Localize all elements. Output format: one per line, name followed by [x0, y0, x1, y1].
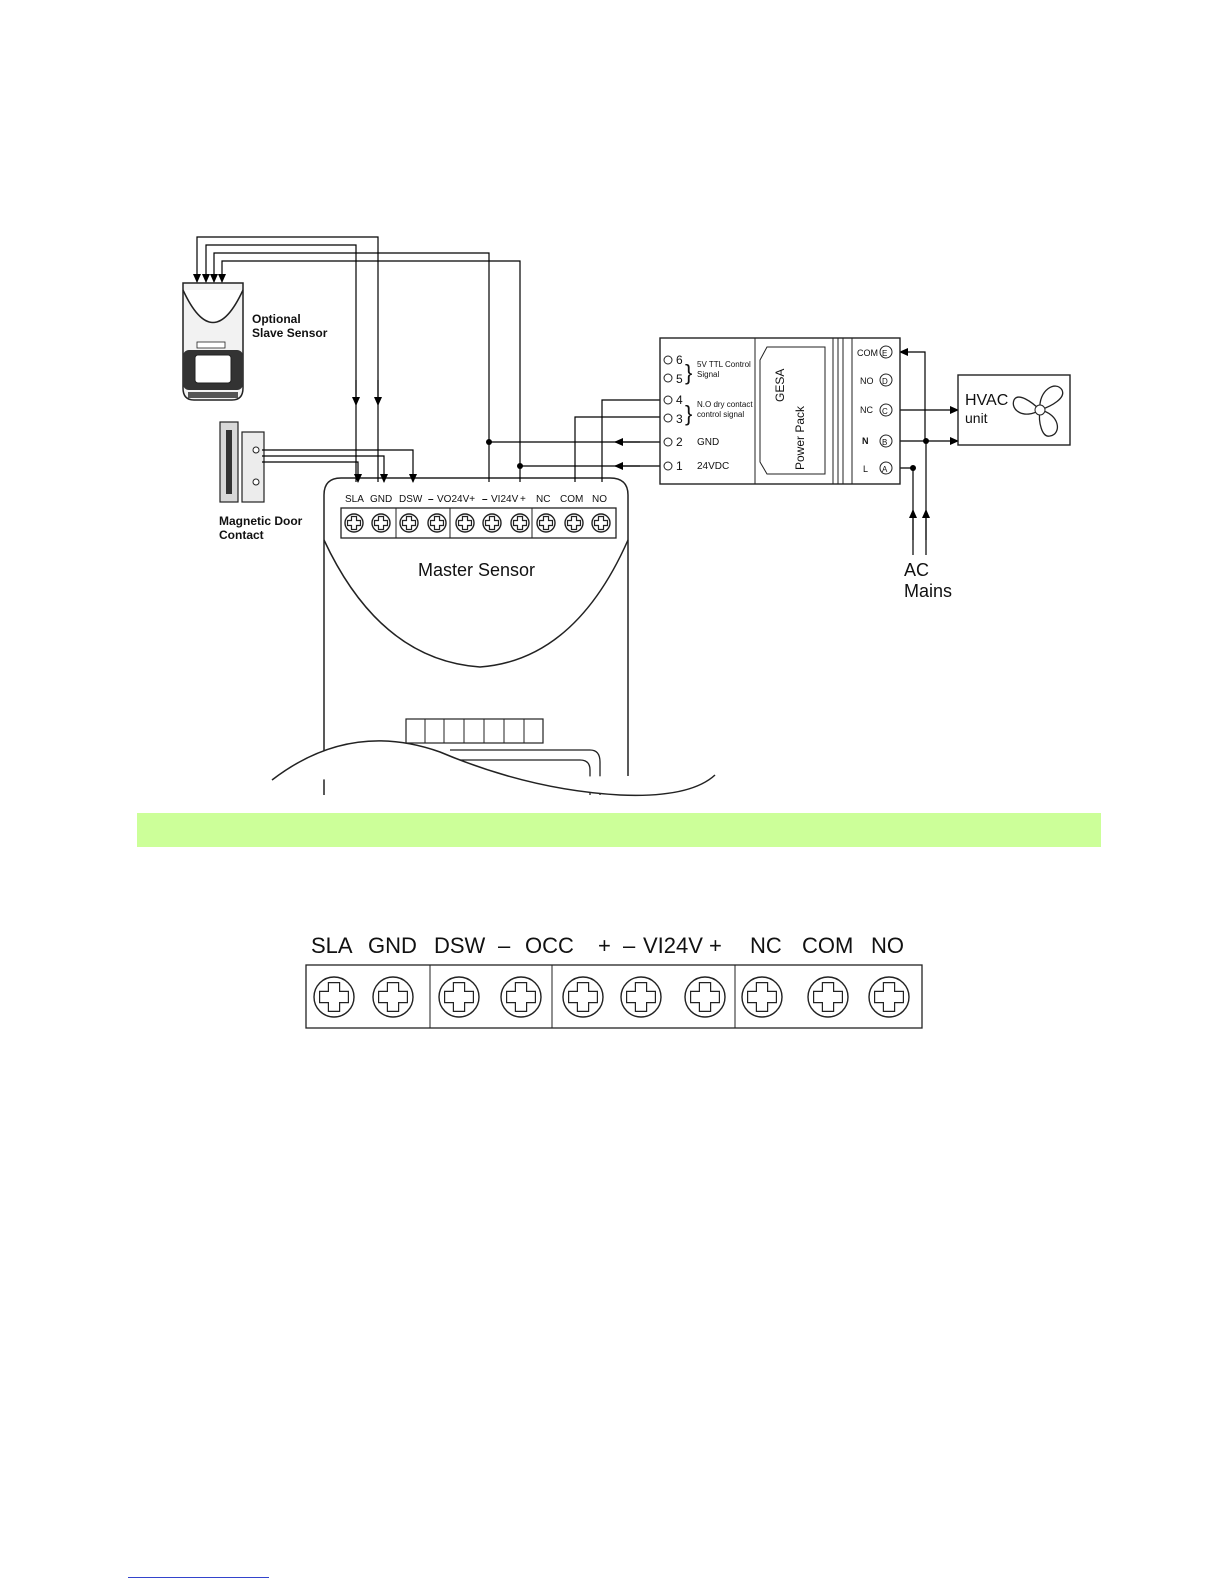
screw-terminal-icon: [456, 514, 474, 532]
brace-5v: }: [685, 360, 692, 385]
screw-terminal-icon: [869, 977, 909, 1017]
master-label-dsw: DSW: [399, 494, 423, 505]
master-label-nc: NC: [536, 494, 550, 505]
brace-no: }: [685, 401, 692, 426]
screw-terminal-icon: [372, 514, 390, 532]
screw-terminal-icon: [808, 977, 848, 1017]
master-label-minus-1: –: [428, 494, 434, 505]
footer-link-underline: [128, 1577, 269, 1578]
master-label-vi24v: VI24V: [491, 494, 519, 505]
pp-term-2: 2: [676, 435, 683, 449]
screw-terminal-icon: [501, 977, 541, 1017]
pp-right-c: C: [882, 407, 888, 416]
door-contact: [220, 422, 264, 502]
screw-terminal-icon: [742, 977, 782, 1017]
slave-sensor: [183, 283, 243, 400]
pp-term-5: 5: [676, 372, 683, 386]
pp-group-5v-2: Signal: [697, 370, 719, 379]
pp-right-no: NO: [860, 376, 874, 386]
strip-label-plus-2: +: [709, 933, 722, 958]
power-pack-brand: GESA: [773, 369, 787, 402]
hvac-label: HVAC: [965, 392, 1008, 409]
strip-label-minus-2: –: [623, 933, 636, 958]
master-label-vo24v: VO24V+: [437, 494, 475, 505]
pp-group-no-2: control signal: [697, 410, 744, 419]
screw-terminal-icon: [314, 977, 354, 1017]
power-pack-name: Power Pack: [793, 405, 807, 470]
pp-right-com: COM: [857, 348, 878, 358]
door-contact-label-2: Contact: [219, 528, 264, 542]
slave-sensor-label: Optional: [252, 312, 301, 326]
screw-terminal-icon: [483, 514, 501, 532]
door-contact-label: Magnetic Door: [219, 514, 303, 528]
screw-terminal-icon: [565, 514, 583, 532]
strip-label-sla: SLA: [311, 933, 353, 958]
hvac-label-2: unit: [965, 410, 988, 426]
screw-terminal-icon: [537, 514, 555, 532]
pp-right-nc: NC: [860, 405, 873, 415]
pp-term-3: 3: [676, 412, 683, 426]
master-label-plus: +: [520, 494, 526, 505]
pp-term-6: 6: [676, 353, 683, 367]
highlight-band: [137, 813, 1101, 847]
strip-label-plus-1: +: [598, 933, 611, 958]
strip-label-no: NO: [871, 933, 904, 958]
pp-right-e: E: [882, 349, 887, 358]
pp-term-1-label: 24VDC: [697, 461, 729, 472]
pp-right-d: D: [882, 377, 888, 386]
pp-right-l: L: [863, 464, 868, 474]
master-sensor-title: Master Sensor: [418, 560, 535, 580]
slave-sensor-label-2: Slave Sensor: [252, 326, 328, 340]
strip-label-occ: OCC: [525, 933, 574, 958]
screw-terminal-icon: [400, 514, 418, 532]
screw-terminal-icon: [373, 977, 413, 1017]
master-label-no: NO: [592, 494, 607, 505]
screw-terminal-icon: [592, 514, 610, 532]
ac-mains-label-2: Mains: [904, 581, 952, 601]
strip-label-nc: NC: [750, 933, 782, 958]
strip-label-gnd: GND: [368, 933, 417, 958]
terminal-strip-labels: SLA GND DSW – OCC + – VI24V + NC COM NO: [311, 933, 904, 958]
master-label-gnd: GND: [370, 494, 392, 505]
screw-terminal-icon: [621, 977, 661, 1017]
strip-label-minus-1: –: [498, 933, 511, 958]
screw-terminal-icon: [685, 977, 725, 1017]
strip-label-vi24v: VI24V: [643, 933, 703, 958]
pp-right-b: B: [882, 438, 887, 447]
strip-label-dsw: DSW: [434, 933, 486, 958]
pp-term-4: 4: [676, 393, 683, 407]
screw-terminal-icon: [345, 514, 363, 532]
master-label-minus-2: –: [482, 494, 488, 505]
master-label-sla: SLA: [345, 494, 364, 505]
ac-mains-label: AC: [904, 560, 929, 580]
pp-term-2-label: GND: [697, 437, 719, 448]
pp-group-5v-1: 5V TTL Control: [697, 360, 751, 369]
pp-term-1: 1: [676, 459, 683, 473]
pp-group-no-1: N.O dry contact: [697, 400, 753, 409]
strip-label-com: COM: [802, 933, 853, 958]
pp-right-n: N: [862, 436, 869, 446]
screw-terminal-icon: [563, 977, 603, 1017]
pp-right-a: A: [882, 465, 888, 474]
screw-terminal-icon: [428, 514, 446, 532]
screw-terminal-icon: [511, 514, 529, 532]
screw-terminal-icon: [439, 977, 479, 1017]
master-label-com: COM: [560, 494, 583, 505]
